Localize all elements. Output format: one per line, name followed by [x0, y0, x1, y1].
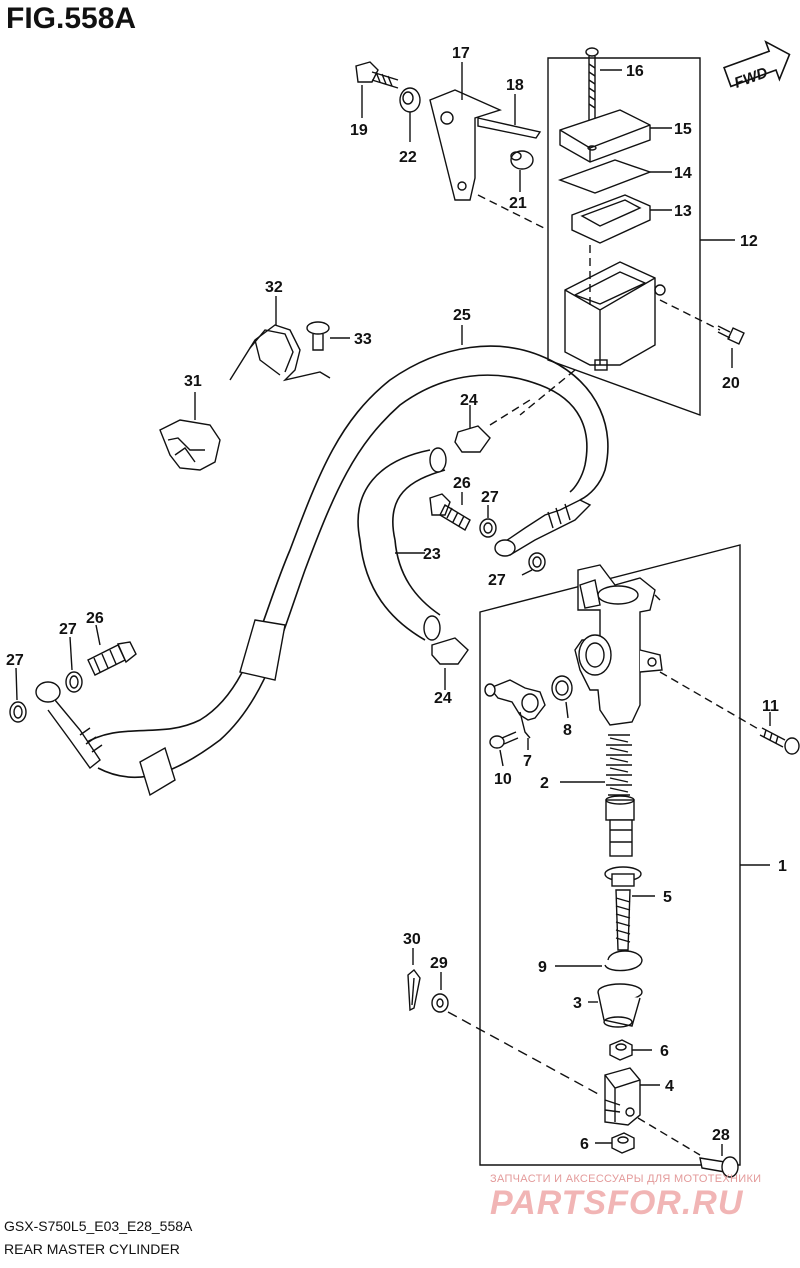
callout-12: 12 [740, 233, 758, 250]
watermark-tagline: ЗАПЧАСТИ И АКСЕССУАРЫ ДЛЯ МОТОТЕХНИКИ [490, 1173, 762, 1185]
part-16-screw [585, 47, 622, 120]
part-15-cap [559, 109, 672, 163]
part-5-push-rod [604, 866, 655, 951]
part-8-oring [551, 675, 573, 719]
callout-28: 28 [712, 1127, 730, 1144]
callout-27-left-inner: 27 [59, 621, 77, 638]
callout-27-upper: 27 [481, 489, 499, 506]
callout-19: 19 [350, 122, 368, 139]
callout-4: 4 [665, 1078, 674, 1095]
part-22-bushing [399, 87, 421, 142]
part-32-clip [229, 296, 331, 382]
callout-3: 3 [573, 995, 582, 1012]
callout-1: 1 [778, 858, 787, 875]
part-4-clevis [604, 1067, 660, 1126]
part-21-nut [510, 150, 534, 192]
callout-13: 13 [674, 203, 692, 220]
model-code: GSX-S750L5_E03_E28_558A [4, 1218, 193, 1234]
part-6-nut-upper [609, 1039, 652, 1061]
hose-fitting-upper [494, 499, 592, 557]
piston [605, 795, 635, 857]
part-11-bolt [659, 671, 800, 755]
figure-name: REAR MASTER CYLINDER [4, 1241, 180, 1257]
part-27-washer-left-inner [65, 636, 83, 693]
callout-24-upper: 24 [460, 392, 478, 409]
hose-fitting-left [35, 681, 103, 770]
callout-31: 31 [184, 373, 202, 390]
part-27-washer-upper [479, 505, 497, 538]
part-26-union-bolt-left [87, 624, 137, 676]
part-19-bolt [355, 61, 399, 118]
part-20-bolt [659, 299, 745, 368]
callout-10: 10 [494, 771, 512, 788]
part-17-bracket [429, 62, 549, 231]
part-7-fitting [484, 679, 546, 750]
callout-22: 22 [399, 149, 417, 166]
callout-20: 20 [722, 375, 740, 392]
part-10-screw [489, 731, 519, 767]
callout-33: 33 [354, 331, 372, 348]
part-30-cotter-pin [407, 948, 421, 1012]
part-28-clevis-pin [637, 1117, 739, 1178]
part-12-reservoir [564, 245, 666, 371]
part-6-nut-lower [595, 1132, 635, 1154]
part-26-union-bolt-upper [429, 492, 471, 531]
part-13-diaphragm [571, 194, 672, 244]
callout-30: 30 [403, 931, 421, 948]
part-1-master-cylinder [574, 564, 663, 726]
part-25-hose [81, 325, 609, 797]
part-23-hose [357, 447, 447, 641]
part-3-boot [588, 983, 643, 1028]
callout-21: 21 [509, 195, 527, 212]
part-24-clamp-upper [454, 399, 531, 453]
master-cylinder-group-frame [479, 544, 741, 1166]
callout-7: 7 [523, 753, 532, 770]
figure-title: FIG.558A [6, 2, 137, 35]
part-24-clamp-lower [431, 637, 469, 690]
callout-18: 18 [506, 77, 524, 94]
callout-8: 8 [563, 722, 572, 739]
reservoir-group-frame [547, 57, 701, 416]
part-31-clamp [159, 392, 221, 471]
callout-17: 17 [452, 45, 470, 62]
callout-5: 5 [663, 889, 672, 906]
part-27-washer-left-outer [9, 667, 27, 723]
callout-27-left-outer: 27 [6, 652, 24, 669]
part-33-screw [306, 321, 350, 351]
callout-25: 25 [453, 307, 471, 324]
part-27-washer-mid [521, 552, 546, 576]
callout-6-lower: 6 [580, 1136, 589, 1153]
callout-26-left: 26 [86, 610, 104, 627]
callout-9: 9 [538, 959, 547, 976]
callout-11: 11 [762, 698, 779, 715]
part-9-circlip [555, 950, 643, 972]
callout-14: 14 [674, 165, 692, 182]
part-18-strap [477, 94, 542, 139]
callout-29: 29 [430, 955, 448, 972]
callout-15: 15 [674, 121, 692, 138]
callout-2: 2 [540, 775, 549, 792]
watermark-brand: PARTSFOR.RU [490, 1184, 744, 1222]
callout-24-lower: 24 [434, 690, 452, 707]
part-14-plate [557, 159, 672, 194]
callout-6-upper: 6 [660, 1043, 669, 1060]
part-2-spring [560, 734, 632, 796]
callout-23: 23 [423, 546, 441, 563]
part-29-washer [431, 972, 601, 1096]
callout-16: 16 [626, 63, 644, 80]
callout-26-upper: 26 [453, 475, 471, 492]
callout-27-mid: 27 [488, 572, 506, 589]
callout-32: 32 [265, 279, 283, 296]
fwd-arrow [723, 40, 791, 88]
